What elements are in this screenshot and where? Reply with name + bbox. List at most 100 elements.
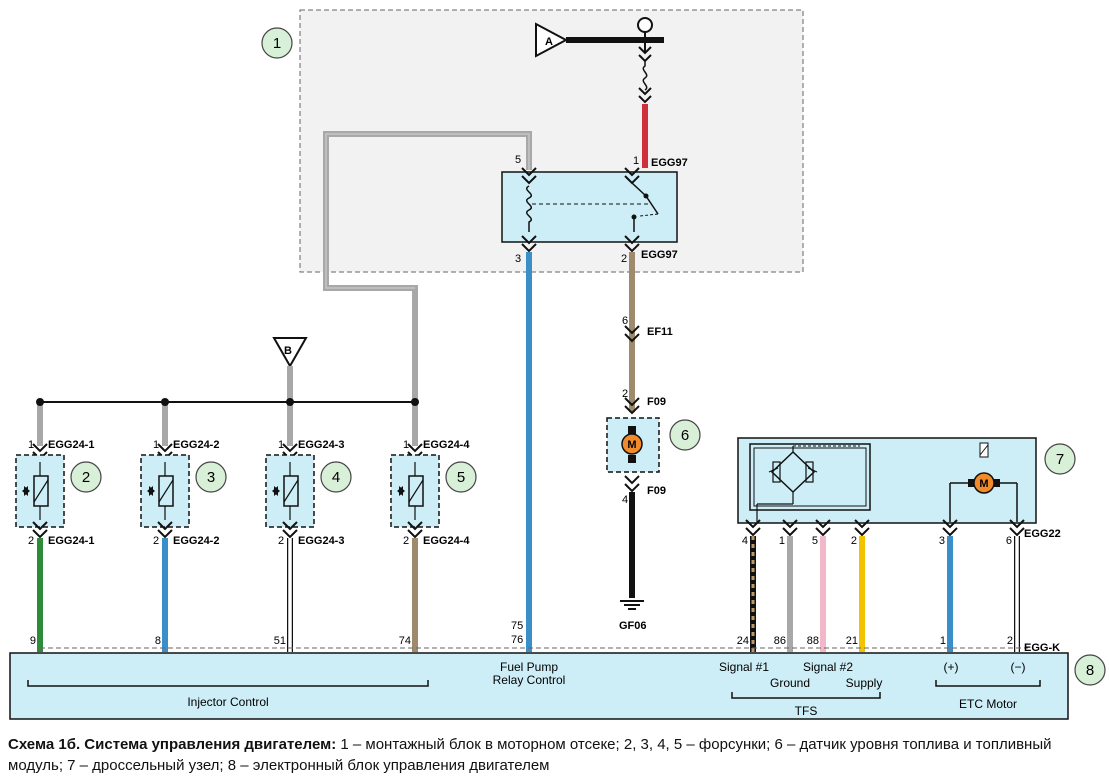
throttle-wire-2: 1 86 [774,519,798,652]
ground-symbol [620,600,644,610]
svg-text:8: 8 [1086,662,1094,679]
badge-2: 2 [70,461,102,493]
svg-text:M: M [627,439,636,451]
injector-bottom-pin: 2 [153,535,159,547]
bracket-tfs [731,692,881,699]
injector-bottom-connector: EGG24-4 [423,535,470,547]
injector-bottom-connector: EGG24-3 [298,535,344,547]
injector-top-pin: 1 [153,439,159,451]
svg-text:EGG97: EGG97 [651,157,688,169]
throttle-wire-6: 62 [1006,519,1025,652]
svg-text:3: 3 [515,253,521,265]
wire-gray-coil [323,131,532,402]
badge-1: 1 [261,27,293,59]
fuel-pump-module: M [606,417,660,473]
throttle-pin: 5 [812,535,818,547]
ecu-label-plus: (+) [944,660,959,674]
badge-6: 6 [669,419,701,451]
caption-title: Схема 1б. Система управления двигателем: [8,736,337,753]
badge-8: 8 [1074,654,1106,686]
svg-text:6: 6 [622,315,628,327]
throttle-pin: 1 [779,535,785,547]
injector-bottom-connector: EGG24-2 [173,535,219,547]
injector-top-pin: 1 [28,439,34,451]
svg-text:7: 7 [1056,451,1064,468]
svg-text:6: 6 [681,427,689,444]
svg-text:A: A [545,36,553,48]
svg-text:GF06: GF06 [619,620,647,632]
svg-text:M: M [979,478,988,490]
injector-bottom-pin: 2 [278,535,284,547]
ecu-pin: 2 [1007,635,1013,647]
ecu-pin: 51 [274,635,286,647]
fuel-pump-relay [501,167,678,253]
bracket-injector-control [27,680,429,687]
throttle-pin: 3 [939,535,945,547]
ecu-pin: 21 [846,635,858,647]
svg-text:1: 1 [273,35,281,52]
ecu-label-etc-motor: ETC Motor [959,697,1017,711]
ecu-label-signal2: Signal #2 [803,660,853,674]
ecu-pin: 74 [399,635,411,647]
ecu-label-minus: (−) [1011,660,1026,674]
ecu-pin: 24 [737,635,749,647]
ecu-label-fuel-pump: Fuel Pump [500,660,558,674]
throttle-body: M [737,437,1037,524]
injector-top-connector: EGG24-3 [298,439,344,451]
injector-bottom-pin: 2 [28,535,34,547]
injector-top-pin: 1 [403,439,409,451]
svg-text:2: 2 [82,469,90,486]
throttle-pin: 6 [1006,535,1012,547]
svg-text:3: 3 [207,469,215,486]
injector-top-pin: 1 [278,439,284,451]
injector-bottom-connector: EGG24-1 [48,535,94,547]
ecu-pin: 8 [155,635,161,647]
svg-text:1: 1 [633,155,639,167]
ecu-pin: 9 [30,635,36,647]
badge-3: 3 [195,461,227,493]
ecu-label-supply: Supply [846,676,883,690]
svg-text:4: 4 [332,469,340,486]
svg-text:4: 4 [622,494,628,506]
throttle-pin: 4 [742,535,748,547]
svg-text:B: B [284,345,292,357]
bracket-etc-motor [935,680,1041,687]
svg-text:EGG97: EGG97 [641,249,678,261]
injector-top-connector: EGG24-4 [423,439,470,451]
svg-text:2: 2 [621,253,627,265]
svg-text:2: 2 [622,388,628,400]
svg-text:F09: F09 [647,396,666,408]
caption-text: 1 – монтажный блок в моторном отсеке; 2,… [8,736,1052,774]
svg-text:75: 75 [511,620,523,632]
svg-text:5: 5 [457,469,465,486]
svg-text:5: 5 [515,154,521,166]
svg-text:F09: F09 [647,485,666,497]
badge-5: 5 [445,461,477,493]
throttle-wire-4: 2 21 [846,519,870,652]
svg-text:Relay Control: Relay Control [493,673,566,687]
ecu-pin: 1 [940,635,946,647]
ecu-label-ground: Ground [770,676,810,690]
throttle-wire-3: 5 88 [807,519,831,652]
svg-text:EGG22: EGG22 [1024,528,1061,540]
svg-text:76: 76 [511,634,523,646]
badge-7: 7 [1044,443,1076,475]
ecu-label-tfs: TFS [795,704,818,718]
marker-a: A [535,22,664,58]
throttle-wire-1: 4 24 [737,519,761,652]
badge-4: 4 [320,461,352,493]
throttle-pin: 2 [851,535,857,547]
fuse-link [637,17,653,104]
throttle-wire-5: 31 [939,519,958,652]
injector-top-connector: EGG24-2 [173,439,219,451]
injector-bottom-pin: 2 [403,535,409,547]
ecu-label-signal1: Signal #1 [719,660,769,674]
ecu-pin: 88 [807,635,819,647]
ecu-label-injector-control: Injector Control [187,695,268,709]
ecu-pin: 86 [774,635,786,647]
svg-text:EF11: EF11 [647,326,673,338]
